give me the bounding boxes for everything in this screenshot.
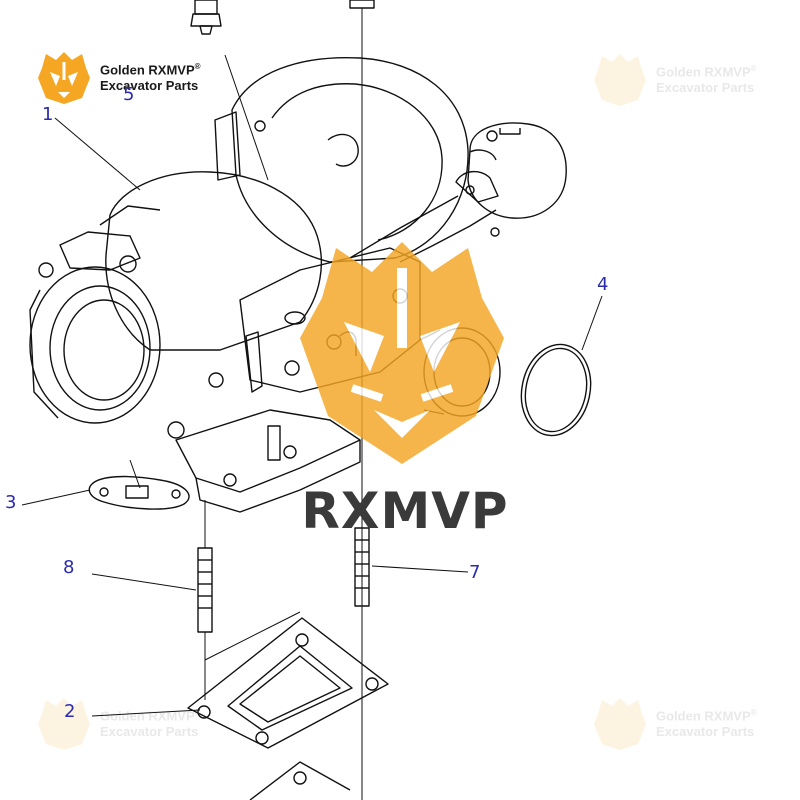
brand-logo: Golden RXMVP® Excavator Parts <box>36 50 201 106</box>
tiger-logo-icon <box>594 54 646 106</box>
stud-part-7 <box>354 527 370 607</box>
gasket-part-2 <box>187 611 389 749</box>
watermark-brand-bottom-left: Golden RXMVP®Excavator Parts <box>36 696 201 752</box>
tiger-logo-icon <box>38 52 90 104</box>
callout-4: 4 <box>597 274 609 295</box>
callout-2: 2 <box>64 701 76 722</box>
callout-3: 3 <box>5 492 17 513</box>
callout-1: 1 <box>42 104 54 125</box>
center-tiger-watermark-icon <box>300 242 504 464</box>
turbine-inlet-flange <box>29 266 161 424</box>
watermark-brand-top-right: Golden RXMVP®Excavator Parts <box>592 52 757 108</box>
tiger-logo-icon <box>594 698 646 750</box>
callout-5: 5 <box>123 84 135 105</box>
top-bolt <box>349 0 375 9</box>
turbine-housing <box>38 171 322 439</box>
tiger-logo-icon <box>38 698 90 750</box>
o-ring-part-4 <box>520 343 592 437</box>
registered-mark: ® <box>194 62 201 72</box>
callout-7: 7 <box>469 562 481 583</box>
oil-fitting <box>190 0 222 35</box>
center-watermark-text: RXMVP <box>301 482 509 540</box>
watermark-brand-bottom-right: Golden RXMVP®Excavator Parts <box>592 696 757 752</box>
brand-name: Golden RXMVP <box>100 62 195 78</box>
callout-8: 8 <box>63 557 75 578</box>
wastegate-actuator <box>349 122 567 263</box>
brand-tagline: Excavator Parts <box>100 77 199 93</box>
compressor-housing <box>214 56 498 263</box>
gasket-part-3 <box>88 475 190 510</box>
lower-gasket <box>249 761 351 800</box>
stud-part-8 <box>197 500 213 700</box>
base-flange <box>175 409 361 513</box>
